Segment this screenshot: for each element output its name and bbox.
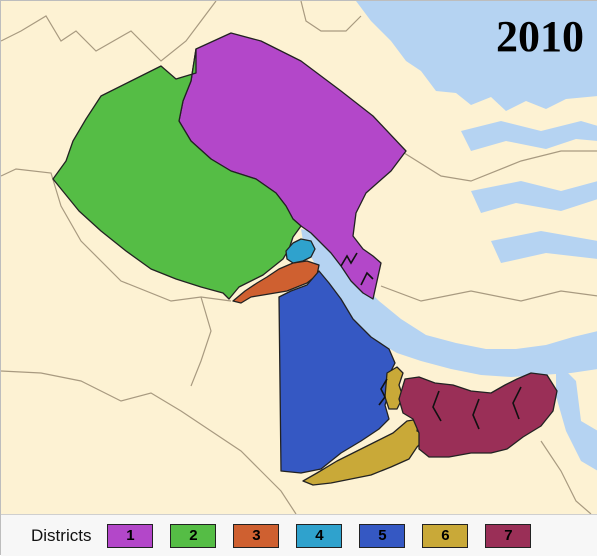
boundary-southeast (540, 440, 592, 514)
district-map: 2010 (1, 1, 597, 514)
inlet-d1-a (340, 252, 358, 267)
legend-item-5: 5 (359, 523, 406, 548)
inlet-d5-a (378, 378, 388, 406)
boundary-northwest (1, 1, 217, 62)
inlet-lines (340, 252, 522, 430)
water-creek-se (556, 361, 597, 471)
legend-item-6: 6 (422, 523, 469, 548)
water-river-east-1 (461, 121, 597, 151)
boundary-west (1, 168, 232, 302)
year-label: 2010 (496, 12, 584, 61)
boundary-south-inner (190, 296, 212, 387)
legend-item-4: 4 (296, 523, 343, 548)
county-boundaries (1, 1, 597, 514)
boundary-east (400, 150, 597, 182)
inlet-d1-b (360, 271, 374, 286)
boundary-east-peninsula (380, 285, 597, 302)
legend-item-7: 7 (485, 523, 532, 548)
map-canvas (1, 1, 597, 514)
legend-item-2: 2 (170, 523, 217, 548)
boundary-southwest (1, 370, 297, 514)
district-2-region (52, 48, 302, 300)
inlet-d7-b (472, 398, 480, 430)
boundary-north (300, 1, 362, 32)
water-north-bay (356, 1, 597, 111)
water-river-east-3 (491, 231, 597, 263)
legend-title: Districts (31, 525, 92, 545)
legend-item-1: 1 (107, 523, 154, 548)
district-4-region (285, 238, 316, 264)
water-river-east-2 (471, 181, 597, 213)
legend-item-3: 3 (233, 523, 280, 548)
inlet-d7-c (512, 386, 522, 420)
district-7-region (398, 372, 558, 458)
legend: Districts 1 2 3 4 5 6 7 (1, 514, 597, 556)
inlet-d7-a (432, 390, 442, 422)
